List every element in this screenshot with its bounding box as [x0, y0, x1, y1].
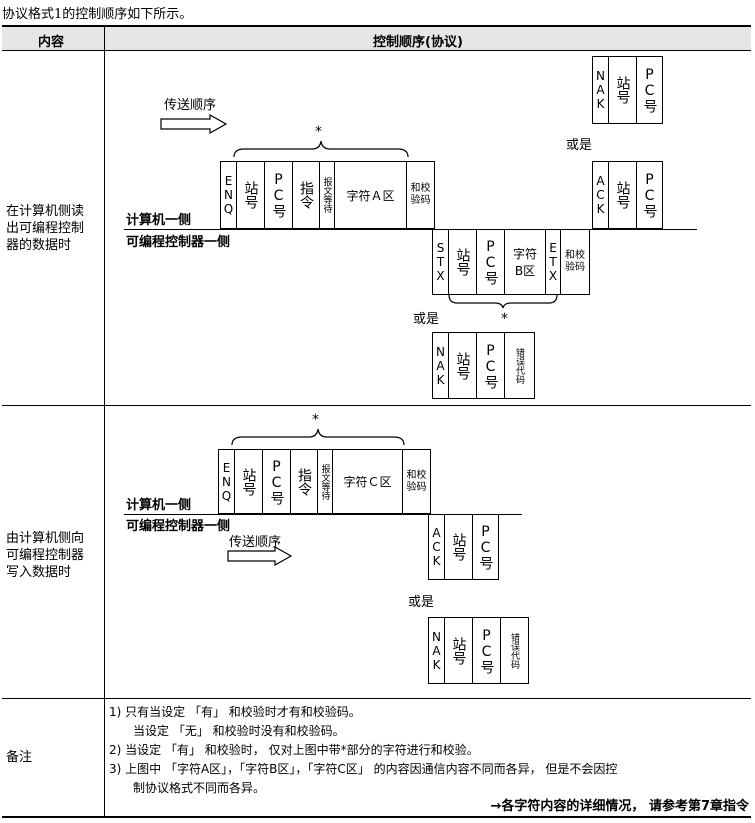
column-divider: [104, 25, 105, 818]
error-code-cell: 错误代码: [504, 333, 534, 398]
checksum-asterisk-write: *: [312, 412, 319, 428]
note-2: 2) 当设定 「有」 和校验时， 仅对上图中带*部分的字符进行和校验。: [109, 743, 479, 757]
row-label-write-line: 可编程控制器: [6, 548, 85, 563]
char-c-cell: 字符Ｃ区: [332, 450, 402, 513]
char-a-cell: 字符Ａ区: [334, 162, 406, 228]
plc-side-label-write: 可编程控制器一侧: [126, 519, 231, 534]
pc-no-cell: PC号: [472, 618, 500, 683]
station-cell: 站号: [608, 57, 636, 123]
note-3a: 3) 上图中 「字符A区」，「字符B区」，「字符C区」 的内容因通信内容不同而各…: [109, 762, 618, 776]
row-label-read-line: 出可编程控制: [6, 221, 85, 236]
stx-cell: STX: [433, 241, 448, 283]
nak-cell: NAK: [593, 69, 608, 111]
timeline-read: [124, 229, 697, 230]
enq-cell: ENQ: [221, 174, 236, 216]
or-label-read-top: 或是: [566, 138, 593, 153]
ack-cell: ACK: [593, 174, 608, 216]
station-cell: 站号: [608, 162, 636, 228]
row-label-read-line: 在计算机侧读: [6, 204, 85, 219]
checksum-brace-write: [231, 428, 405, 446]
notes-block: 1) 只有当设定 「有」 和校验时才有和校验码。 当设定 「无」 和校验时没有和…: [109, 703, 749, 798]
send-order-label: 传送顺序: [164, 98, 217, 113]
header-content: 内容: [38, 35, 65, 50]
station-cell: 站号: [236, 162, 264, 228]
ack-frame-write: ACK 站号 PC号: [428, 514, 499, 580]
header-cell-sequence: 控制顺序(协议): [105, 27, 751, 50]
command-cell: 指令: [290, 450, 317, 513]
station-cell: 站号: [234, 450, 262, 513]
header-cell-content: 内容: [2, 27, 104, 50]
computer-side-label-read: 计算机一侧: [126, 213, 192, 228]
etx-cell: ETX: [545, 230, 560, 294]
char-b-cell: 字符B区: [504, 230, 545, 294]
row-label-write-line: 由计算机侧向: [6, 531, 85, 546]
pc-no-cell: PC号: [264, 162, 292, 228]
intro-text: 协议格式1的控制顺序如下所示。: [2, 7, 193, 22]
pc-no-cell: PC号: [476, 333, 504, 398]
send-order-arrow: [160, 114, 228, 134]
note-1b: 当设定 「无」 和校验时没有和校验码。: [133, 724, 345, 738]
row-label-notes: 备注: [6, 750, 33, 765]
computer-frame-read: ENQ 站号 PC号 指令 报文等待 字符Ａ区 和校验码: [220, 161, 435, 229]
computer-frame-write: ENQ 站号 PC号 指令 报文等待 字符Ｃ区 和校验码: [218, 449, 431, 514]
send-order-label-write: 传送顺序: [229, 535, 282, 550]
plc-frame-read: STX 站号 PC号 字符B区 ETX 和校验码: [432, 229, 590, 295]
table-bottom-border: [2, 816, 751, 818]
or-label-read-bottom: 或是: [413, 312, 440, 327]
row-label-write-line: 写入数据时: [6, 565, 72, 580]
reference-note: →各字符内容的详细情况， 请参考第7章指令: [490, 799, 749, 814]
msg-wait-cell: 报文等待: [319, 162, 334, 228]
ack-frame-read: ACK 站号 PC号: [592, 161, 663, 229]
nak-cell: NAK: [433, 344, 448, 387]
row-divider-1: [2, 405, 751, 406]
row-label-read: 在计算机侧读 出可编程控制 器的数据时: [6, 203, 84, 254]
nak-cell: NAK: [429, 629, 444, 672]
pc-no-cell: PC号: [636, 57, 662, 123]
pc-no-cell: PC号: [476, 230, 504, 294]
checksum-asterisk-bottom: *: [501, 311, 508, 327]
checksum-cell: 和校验码: [406, 162, 434, 228]
row-label-write: 由计算机侧向 可编程控制器 写入数据时: [6, 530, 84, 581]
or-label-write: 或是: [408, 595, 435, 610]
row-label-read-line: 器的数据时: [6, 238, 72, 253]
send-order-arrow-write: [227, 546, 293, 566]
ack-cell: ACK: [429, 526, 444, 568]
checksum-asterisk: *: [315, 124, 322, 140]
pc-no-cell: PC号: [262, 450, 290, 513]
checksum-cell: 和校验码: [560, 230, 589, 294]
station-cell: 站号: [448, 333, 476, 398]
plc-side-label-read: 可编程控制器一侧: [126, 235, 231, 250]
command-cell: 指令: [292, 162, 319, 228]
msg-wait-cell: 报文等待: [317, 450, 332, 513]
station-cell: 站号: [444, 618, 472, 683]
computer-side-label-write: 计算机一侧: [126, 498, 192, 513]
header-sequence: 控制顺序(协议): [373, 35, 463, 50]
checksum-brace-bottom: [448, 294, 558, 309]
error-code-cell: 错误代码: [500, 618, 528, 683]
pc-no-cell: PC号: [636, 162, 662, 228]
nak-error-frame-write: NAK 站号 PC号 错误代码: [428, 617, 529, 684]
nak-frame-top: NAK 站号 PC号: [592, 56, 663, 124]
note-3b: 制协议格式不同而各异。: [133, 781, 266, 795]
header-bottom-line: [2, 50, 751, 51]
pc-no-cell: PC号: [472, 515, 498, 579]
checksum-cell: 和校验码: [402, 450, 430, 513]
checksum-brace: [233, 140, 409, 158]
note-1a: 1) 只有当设定 「有」 和校验时才有和校验码。: [109, 705, 361, 719]
timeline-write: [124, 514, 522, 515]
station-cell: 站号: [448, 230, 476, 294]
enq-cell: ENQ: [219, 460, 234, 503]
control-sequence-table: 内容 控制顺序(协议) 在计算机侧读 出可编程控制 器的数据时 由计算机侧向 可…: [2, 25, 751, 818]
table-top-border: [2, 25, 751, 27]
row-divider-2: [2, 698, 751, 699]
station-cell: 站号: [444, 515, 472, 579]
nak-error-frame-read: NAK 站号 PC号 错误代码: [432, 332, 535, 399]
